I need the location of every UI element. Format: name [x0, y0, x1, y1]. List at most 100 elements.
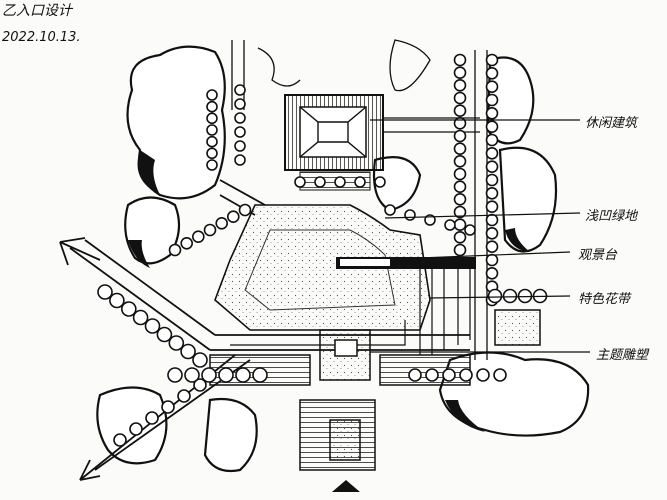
- tree: [453, 129, 467, 143]
- tree: [121, 301, 137, 317]
- tree: [206, 100, 218, 113]
- tree: [453, 193, 467, 206]
- tree: [485, 147, 499, 160]
- tree: [234, 154, 246, 166]
- tree: [180, 237, 193, 250]
- tree: [206, 124, 218, 136]
- tree: [206, 135, 218, 148]
- tree: [464, 224, 476, 236]
- tree: [218, 367, 234, 383]
- tree: [354, 176, 366, 188]
- sketch-date: 2022.10.13.: [2, 30, 81, 45]
- label-viewing-platform: 观景台: [578, 248, 618, 263]
- tree: [215, 217, 228, 230]
- tree: [156, 326, 173, 343]
- tree: [485, 120, 499, 133]
- tree: [144, 318, 161, 334]
- tree: [109, 292, 125, 309]
- inner-lawn-outline: [244, 229, 396, 311]
- tree: [453, 142, 467, 155]
- tree: [374, 176, 386, 188]
- tree: [485, 80, 499, 93]
- tree: [485, 173, 499, 187]
- tree: [444, 219, 456, 231]
- tree: [476, 368, 490, 382]
- tree: [485, 160, 499, 173]
- label-feature-flowerbed: 特色花带: [578, 292, 631, 307]
- tree: [234, 98, 246, 110]
- tree: [485, 200, 499, 213]
- tree: [384, 204, 396, 216]
- tree: [485, 187, 499, 200]
- sunken-lawn: [214, 204, 431, 331]
- tree: [453, 79, 467, 92]
- tree: [201, 367, 217, 383]
- tree-rows: [97, 53, 548, 447]
- tree: [485, 240, 499, 253]
- tree: [227, 210, 240, 223]
- tree: [453, 104, 467, 117]
- tree: [193, 378, 207, 392]
- tree: [453, 91, 467, 105]
- sketch-title: 乙入口设计: [2, 3, 72, 19]
- tree: [167, 367, 183, 383]
- tree: [206, 112, 218, 125]
- tree: [453, 155, 467, 168]
- tree: [453, 218, 467, 231]
- tree: [314, 176, 326, 188]
- label-leisure-building: 休闲建筑: [585, 116, 638, 131]
- tree: [238, 203, 252, 217]
- entrance-marker: [332, 480, 360, 492]
- tree: [252, 367, 268, 383]
- tree: [334, 176, 346, 188]
- tree: [453, 167, 467, 181]
- label-sunken-green: 浅凹绿地: [585, 209, 638, 224]
- tree: [234, 84, 246, 96]
- tree: [485, 67, 499, 80]
- tree: [129, 422, 143, 436]
- tree: [425, 368, 439, 382]
- tree: [177, 389, 191, 403]
- tree: [113, 433, 127, 447]
- tree: [168, 243, 182, 257]
- tree: [145, 411, 159, 425]
- tree: [235, 367, 251, 383]
- tree: [453, 205, 467, 219]
- tree: [485, 53, 499, 67]
- tree: [132, 309, 149, 326]
- entrance-plaza: [209, 309, 541, 471]
- tree: [234, 126, 246, 138]
- tree: [487, 288, 503, 304]
- tree: [485, 227, 499, 240]
- tree: [161, 400, 175, 414]
- tree: [180, 343, 196, 360]
- tree: [453, 180, 467, 193]
- tree: [485, 133, 499, 147]
- tree: [184, 367, 200, 383]
- tree: [453, 66, 467, 79]
- tree: [485, 266, 499, 280]
- label-leaders: [370, 119, 590, 353]
- tree: [485, 107, 499, 120]
- tree: [453, 53, 467, 67]
- tree: [206, 159, 218, 171]
- tree: [453, 231, 467, 244]
- feature-flower-strips: [230, 262, 471, 355]
- tree: [485, 93, 499, 107]
- tree: [294, 176, 306, 188]
- tree: [234, 140, 246, 152]
- tree: [493, 368, 507, 382]
- tree: [234, 112, 246, 124]
- tree: [485, 253, 499, 267]
- canopy-shadows: [128, 150, 530, 432]
- tree: [192, 352, 208, 368]
- tree: [206, 89, 218, 101]
- tree: [168, 335, 185, 351]
- tree: [442, 368, 456, 382]
- tree: [97, 284, 113, 300]
- tree: [485, 213, 499, 227]
- tree: [203, 223, 217, 237]
- leisure-building: [284, 94, 384, 191]
